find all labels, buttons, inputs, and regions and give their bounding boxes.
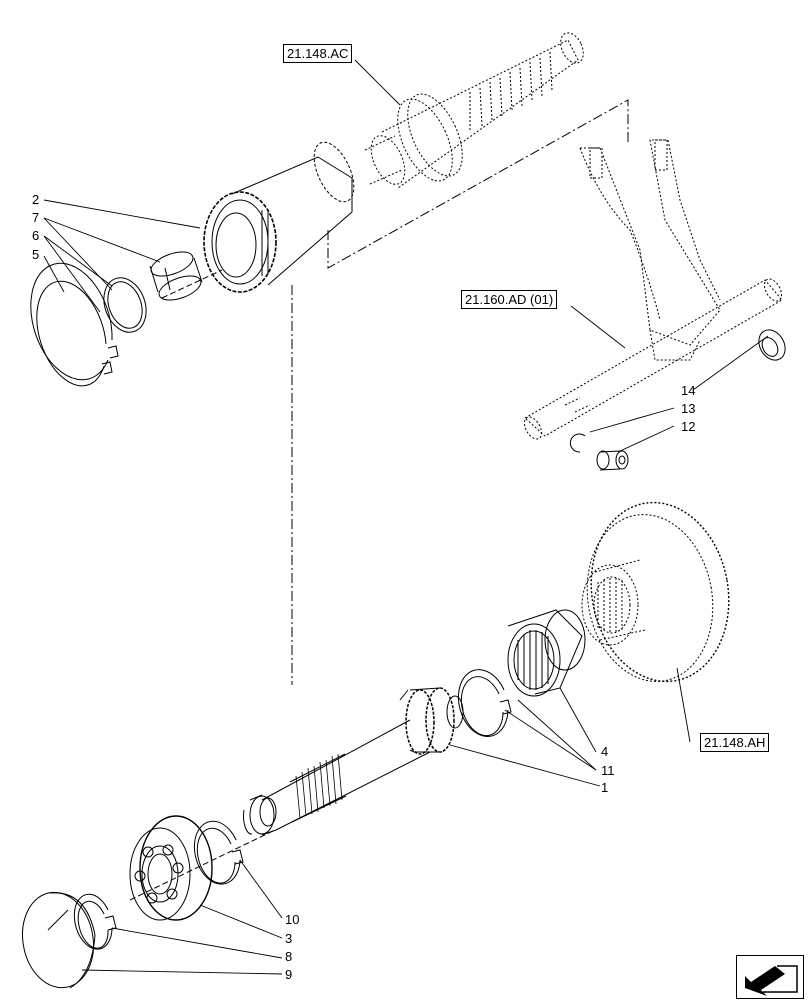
callout-13: 13 [681,401,696,416]
part-13-clip [569,433,586,453]
part-12-plug [596,450,629,471]
callout-2: 2 [32,192,40,207]
part-3-ball-bearing [129,815,213,921]
callout-5: 5 [32,247,40,262]
part-7-bush [149,251,203,301]
part-2-gear [203,141,355,293]
axis-lines [291,99,629,685]
leader-lines [43,59,769,975]
ref-21-160-ad-01[interactable]: 21.160.AD (01) [461,290,558,309]
ghost-shift-fork [523,139,783,440]
callout-12: 12 [681,419,696,434]
centre-line-lower [129,829,276,901]
callout-7: 7 [32,210,40,225]
ghost-shaft-ac [364,32,584,189]
part-10-circlip [193,820,244,885]
callout-3: 3 [285,931,293,946]
part-4-bearing [507,609,586,697]
callout-11: 11 [601,763,615,778]
part-9-cap [22,891,96,989]
part-6-ring [103,277,147,333]
arrow-icon-graphic [745,965,798,996]
part-14-ring [758,329,786,361]
callout-8: 8 [285,949,293,964]
callout-10: 10 [285,912,300,927]
callout-9: 9 [285,967,293,982]
callout-14: 14 [681,383,696,398]
ghost-gear-ah [581,501,730,683]
next-page-arrow-icon[interactable] [736,955,804,999]
callout-1: 1 [601,780,609,795]
part-11-circlip [457,669,512,737]
part-8-circlip [73,893,117,950]
part-1-shaft [243,687,464,836]
ref-21-148-ah[interactable]: 21.148.AH [700,733,770,752]
callout-4: 4 [601,744,609,759]
part-5-circlip [30,262,119,387]
centre-line-upper [161,269,223,299]
ref-21-148-ac[interactable]: 21.148.AC [283,44,353,63]
callout-6: 6 [32,228,40,243]
